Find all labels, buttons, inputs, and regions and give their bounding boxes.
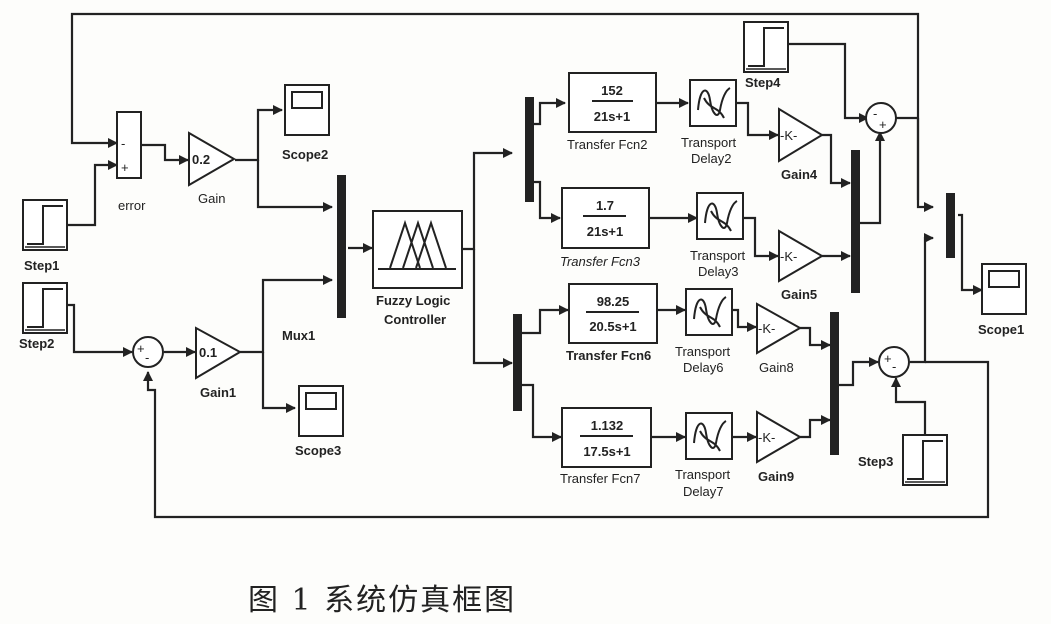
step3-label: Step3 [858,454,893,469]
fuzzy-logic-controller-block[interactable] [372,210,463,289]
mux-right-bottom-bar[interactable] [830,312,839,455]
tf2-numerator: 152 [601,83,623,98]
scope3-label: Scope3 [295,443,341,458]
tf7-numerator: 1.132 [591,418,624,433]
signal-lines [68,12,990,519]
transfer-fcn2-block[interactable] [568,72,657,133]
gain-block[interactable] [188,131,236,187]
td7-label-line2: Delay7 [683,484,723,499]
mux1-label: Mux1 [282,328,315,343]
gain1-value: 0.1 [199,345,217,360]
step4-label: Step4 [745,75,781,90]
transport-delay3-block[interactable] [696,192,744,240]
demux-top-bar[interactable] [525,97,534,202]
tf2-denominator: 21s+1 [594,109,631,124]
sum-bottom-sign-plus: + [884,351,892,366]
td3-label-line1: Transport [690,248,746,263]
gain9-value: -K- [758,430,775,445]
tf3-denominator: 21s+1 [587,224,624,239]
error-label: error [118,198,146,213]
td3-label-line2: Delay3 [698,264,738,279]
tf7-denominator: 17.5s+1 [583,444,630,459]
transfer-fcn3-block[interactable] [561,187,650,249]
tf3-numerator: 1.7 [596,198,614,213]
mux-final-bar[interactable] [946,193,955,258]
sum-bottom-sign-minus: - [892,359,896,374]
gain5-block[interactable] [778,229,824,283]
step3-block[interactable] [902,434,948,486]
scope1-label: Scope1 [978,322,1024,337]
scope3-block[interactable] [298,385,344,437]
transfer-fcn6-block[interactable] [568,283,658,344]
gain8-label: Gain8 [759,360,794,375]
gain-label: Gain [198,191,225,206]
td6-label-line1: Transport [675,344,731,359]
step1-block[interactable] [22,199,68,251]
gain4-label: Gain4 [781,167,818,182]
tf2-label: Transfer Fcn2 [567,137,647,152]
scope1-block[interactable] [981,263,1027,315]
transfer-fcn7-block[interactable] [561,407,652,468]
figure-caption: 图 1 系统仿真框图 [248,583,517,618]
tf3-label: Transfer Fcn3 [560,254,641,269]
sum-left-sign-plus: + [137,341,145,356]
sum-bottom-block[interactable] [878,346,910,378]
mux-right-top-bar[interactable] [851,150,860,293]
td6-label-line2: Delay6 [683,360,723,375]
step4-block[interactable] [743,21,789,73]
scope2-label: Scope2 [282,147,328,162]
error-sign-minus: - [121,136,125,151]
gain4-value: -K- [780,128,797,143]
gain-value: 0.2 [192,152,210,167]
td2-label-line2: Delay2 [691,151,731,166]
gain5-value: -K- [780,249,797,264]
sum-left-block[interactable] [132,336,164,368]
gain4-block[interactable] [778,107,824,163]
transport-delay7-block[interactable] [685,412,733,460]
step2-block[interactable] [22,282,68,334]
flc-label-line1: Fuzzy Logic [376,293,450,308]
gain9-label: Gain9 [758,469,794,484]
td2-label-line1: Transport [681,135,737,150]
gain8-block[interactable] [756,302,803,355]
step1-label: Step1 [24,258,59,273]
scope2-block[interactable] [284,84,330,136]
step2-label: Step2 [19,336,54,351]
tf6-numerator: 98.25 [597,294,630,309]
tf6-label: Transfer Fcn6 [566,348,651,363]
mux1-bar[interactable] [337,175,346,318]
transport-delay6-block[interactable] [685,288,733,336]
sum-top-sign-plus: + [879,117,887,132]
sum-top-block[interactable] [865,102,897,134]
demux-bottom-bar[interactable] [513,314,522,411]
gain8-value: -K- [758,321,775,336]
gain1-label: Gain1 [200,385,236,400]
gain1-block[interactable] [195,326,243,380]
flc-label-line2: Controller [384,312,446,327]
gain5-label: Gain5 [781,287,817,302]
simulink-diagram: Step1 Step2 Step4 Step3 - + error 0.2 Ga… [19,12,1027,519]
error-sum-block[interactable] [116,111,142,179]
transport-delay2-block[interactable] [689,79,737,127]
sum-left-sign-minus: - [145,350,149,365]
tf6-denominator: 20.5s+1 [589,319,636,334]
gain9-block[interactable] [756,410,802,464]
td7-label-line1: Transport [675,467,731,482]
tf7-label: Transfer Fcn7 [560,471,640,486]
error-sign-plus: + [121,160,129,175]
sum-top-sign-minus: - [873,106,877,121]
